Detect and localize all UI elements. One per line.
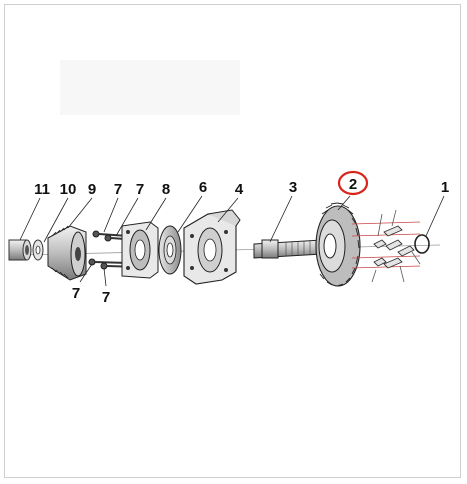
callout-7-upper-left: 7 <box>114 181 122 198</box>
highlight-circle <box>337 170 369 196</box>
part-11-nut <box>8 239 32 261</box>
callout-9: 9 <box>88 181 96 198</box>
callout-11: 11 <box>34 181 50 198</box>
background-smudge <box>60 60 240 115</box>
part-10-washer <box>32 239 44 261</box>
callout-8: 8 <box>162 181 170 198</box>
callout-7-upper-right: 7 <box>136 181 144 198</box>
callout-7-lower-left: 7 <box>72 285 80 302</box>
callout-10: 10 <box>60 181 77 198</box>
pins-cluster <box>351 209 421 283</box>
callout-6: 6 <box>199 179 207 196</box>
part-4-housing <box>183 209 241 285</box>
part-1-o-ring <box>414 234 430 254</box>
part-2-spur-gear <box>315 202 361 287</box>
callout-3: 3 <box>289 179 297 196</box>
part-3-shaft <box>253 239 323 259</box>
callout-2: 2 <box>349 176 357 193</box>
part-6-bearing <box>158 225 182 275</box>
leader-lines <box>19 195 445 287</box>
part-8-retainer-plate <box>121 221 159 279</box>
callout-1: 1 <box>441 179 449 196</box>
callout-7-lower-right: 7 <box>102 289 110 306</box>
part-9-bevel-gear <box>47 225 87 281</box>
callout-4: 4 <box>235 181 244 198</box>
